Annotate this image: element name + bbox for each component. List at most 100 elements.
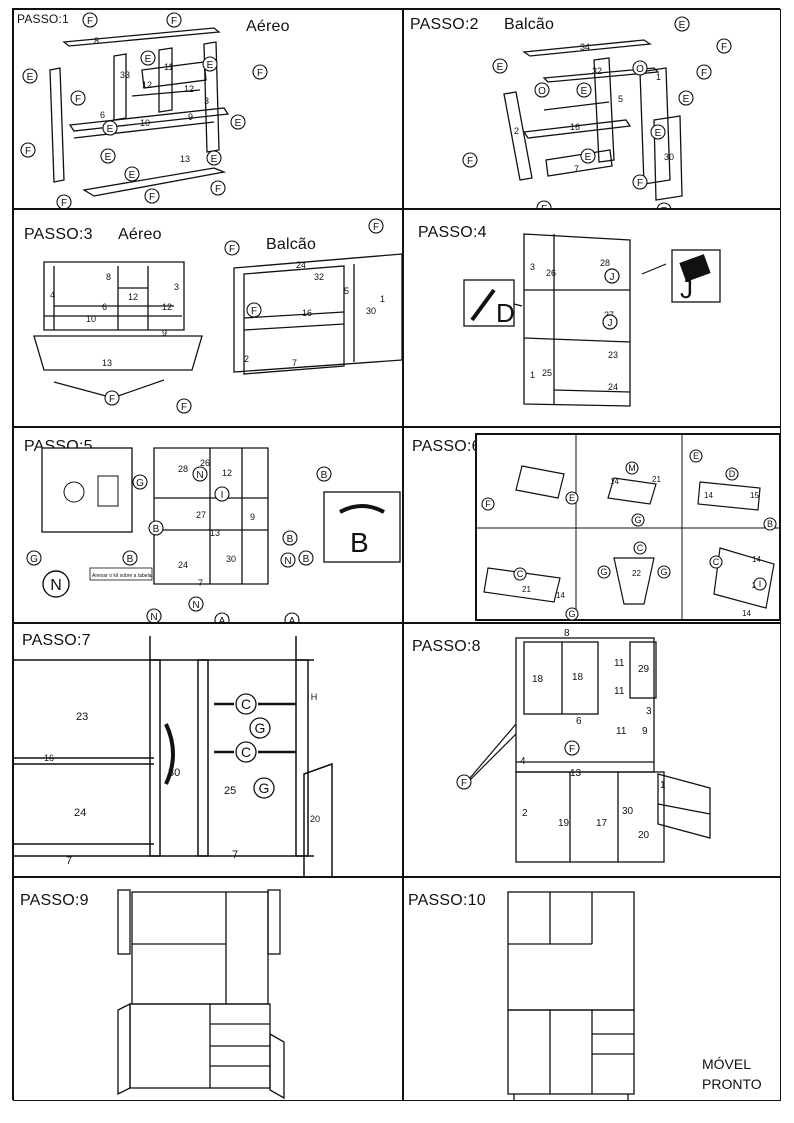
piece-num: 16 [44, 753, 54, 763]
piece-num: 6 [576, 716, 582, 727]
piece-num: 10 [86, 314, 96, 324]
part-label-g: G [259, 780, 270, 796]
step-6-panel: PASSO:6 14 21 15 14 22 21 14 [403, 427, 781, 623]
step-8-assembled-cabinet-drawing: 8 18 18 11 11 29 6 3 11 9 4 13 1 2 19 17… [456, 628, 711, 863]
part-label-n: N [150, 612, 157, 623]
step-9-doors-open-drawing [117, 889, 285, 1100]
part-label-o: O [538, 86, 546, 97]
part-label-e: E [655, 128, 662, 139]
part-label-i: I [221, 490, 224, 501]
piece-num: 32 [314, 272, 324, 282]
part-label-e: E [105, 152, 112, 163]
step-3-subtitle-balcao: Balcão [266, 236, 317, 253]
part-label-g: G [660, 567, 667, 577]
step-7-panel: PASSO:7 23 16 24 7 30 25 [13, 623, 403, 877]
piece-num: 30 [366, 306, 376, 316]
piece-num: 9 [250, 512, 255, 522]
piece-num: 3 [204, 96, 209, 106]
piece-num: 2 [514, 126, 519, 136]
piece-num: 9 [162, 328, 167, 338]
part-label-n: N [196, 470, 203, 481]
handle-icon [339, 504, 385, 514]
piece-num: 7 [292, 358, 297, 368]
piece-num: 7 [574, 164, 579, 174]
step-2-exploded-drawing: 34 32 5 16 2 7 30 1 E E O E O [462, 16, 732, 208]
piece-num: 14 [704, 491, 713, 500]
part-label-c: C [241, 696, 251, 712]
screw-icon [470, 288, 496, 322]
piece-num: 9 [188, 112, 193, 122]
piece-num: 4 [520, 756, 526, 767]
piece-num: 7 [232, 849, 238, 861]
step-6-title: PASSO:6 [412, 438, 481, 455]
part-label-e: E [693, 451, 699, 461]
part-label-f: F [721, 42, 727, 53]
piece-num: 21 [522, 585, 531, 594]
step-4-assembly-drawing: 3 26 28 27 23 24 25 1 D J J J [463, 233, 721, 407]
step-3-panel: PASSO:3 Aéreo Balcão 8 12 [13, 209, 403, 427]
part-label-f: F [461, 778, 467, 789]
part-label-j-large: J [680, 274, 693, 304]
part-label-e: E [211, 154, 218, 165]
piece-num: 12 [142, 80, 152, 90]
part-label-j: J [608, 318, 613, 329]
part-label-n: N [284, 556, 291, 567]
piece-num: 12 [128, 292, 138, 302]
step-8-title: PASSO:8 [412, 638, 481, 655]
final-caption: MÓVEL PRONTO [702, 1054, 762, 1094]
part-label-o: O [636, 64, 644, 75]
step-1-title: PASSO:1 [17, 12, 69, 26]
part-label-e: E [129, 170, 136, 181]
handle-detail-box [323, 491, 401, 563]
piece-num: 24 [178, 560, 188, 570]
part-label-g: G [568, 609, 575, 619]
piece-num: 12 [222, 468, 232, 478]
piece-num: 23 [76, 711, 88, 723]
step-10-title: PASSO:10 [408, 892, 486, 909]
part-label-e: E [145, 54, 152, 65]
piece-num: 24 [608, 382, 618, 392]
step-1-subtitle: Aéreo [246, 18, 290, 35]
piece-num: 18 [532, 674, 544, 685]
final-caption-line1: MÓVEL [702, 1056, 752, 1072]
part-label-f: F [215, 184, 221, 195]
step-4-title: PASSO:4 [418, 224, 487, 241]
piece-num: 8 [94, 36, 99, 46]
piece-num: 2 [522, 808, 528, 819]
part-label-g: G [255, 720, 266, 736]
piece-num: 20 [638, 830, 650, 841]
part-label-g: G [136, 478, 144, 489]
step-7-title: PASSO:7 [22, 632, 91, 649]
piece-num: 23 [608, 350, 618, 360]
piece-num: 4 [50, 290, 55, 300]
part-label-g: G [600, 567, 607, 577]
piece-num: 1 [656, 72, 661, 82]
part-label-j: J [610, 272, 615, 283]
piece-num: 30 [226, 554, 236, 564]
part-label-f: F [149, 192, 155, 203]
piece-num: 21 [652, 475, 661, 484]
part-label-b: B [321, 470, 328, 481]
part-label-f: F [257, 68, 263, 79]
final-caption-line2: PRONTO [702, 1076, 762, 1092]
piece-num: 5 [344, 286, 349, 296]
piece-num: 28 [600, 258, 610, 268]
part-label-d: D [729, 469, 736, 479]
step-1-panel: PASSO:1 Aéreo 8 33 11 12 12 3 [13, 9, 403, 209]
piece-num: 8 [106, 272, 111, 282]
piece-num: 1 [660, 780, 666, 791]
piece-num: 11 [614, 658, 625, 669]
part-label-b: B [767, 519, 773, 529]
piece-num: 11 [164, 62, 173, 72]
step-10-finished-cabinet-drawing [507, 891, 635, 1100]
piece-num: 16 [570, 122, 580, 132]
assembly-instruction-sheet: PASSO:1 Aéreo 8 33 11 12 12 3 [12, 8, 781, 1101]
step-2-title: PASSO:2 [410, 16, 479, 33]
part-label-b: B [287, 534, 294, 545]
step-10-panel: PASSO:10 MÓVEL PRONTO [403, 877, 781, 1101]
part-label-f: F [171, 16, 177, 27]
piece-num: 14 [752, 555, 761, 564]
piece-num: 9 [642, 726, 648, 737]
piece-num: 27 [196, 510, 206, 520]
part-label-g: G [30, 554, 38, 565]
